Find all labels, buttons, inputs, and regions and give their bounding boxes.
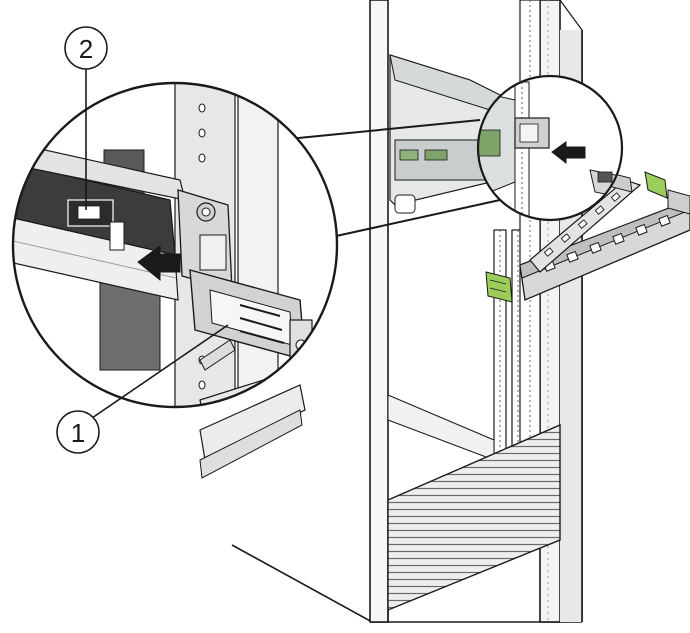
arrow-left-icon <box>137 245 181 282</box>
callout-1-label: 1 <box>71 418 85 448</box>
detail-circle-large <box>11 81 339 409</box>
callout-2: 2 <box>64 26 108 210</box>
arrow-left-icon-small <box>551 141 586 165</box>
cable-management-arm <box>485 169 690 303</box>
zoom-leader-line-lower <box>317 199 501 241</box>
zoom-leader-line-upper <box>277 119 481 141</box>
callout-2-label: 2 <box>79 34 93 64</box>
callout-1: 1 <box>56 324 229 454</box>
cma-connector-green-left <box>485 271 513 303</box>
cma-connector-green-right <box>644 171 668 199</box>
rack-vent-grille <box>387 423 561 612</box>
rack-left-panel <box>369 0 389 623</box>
